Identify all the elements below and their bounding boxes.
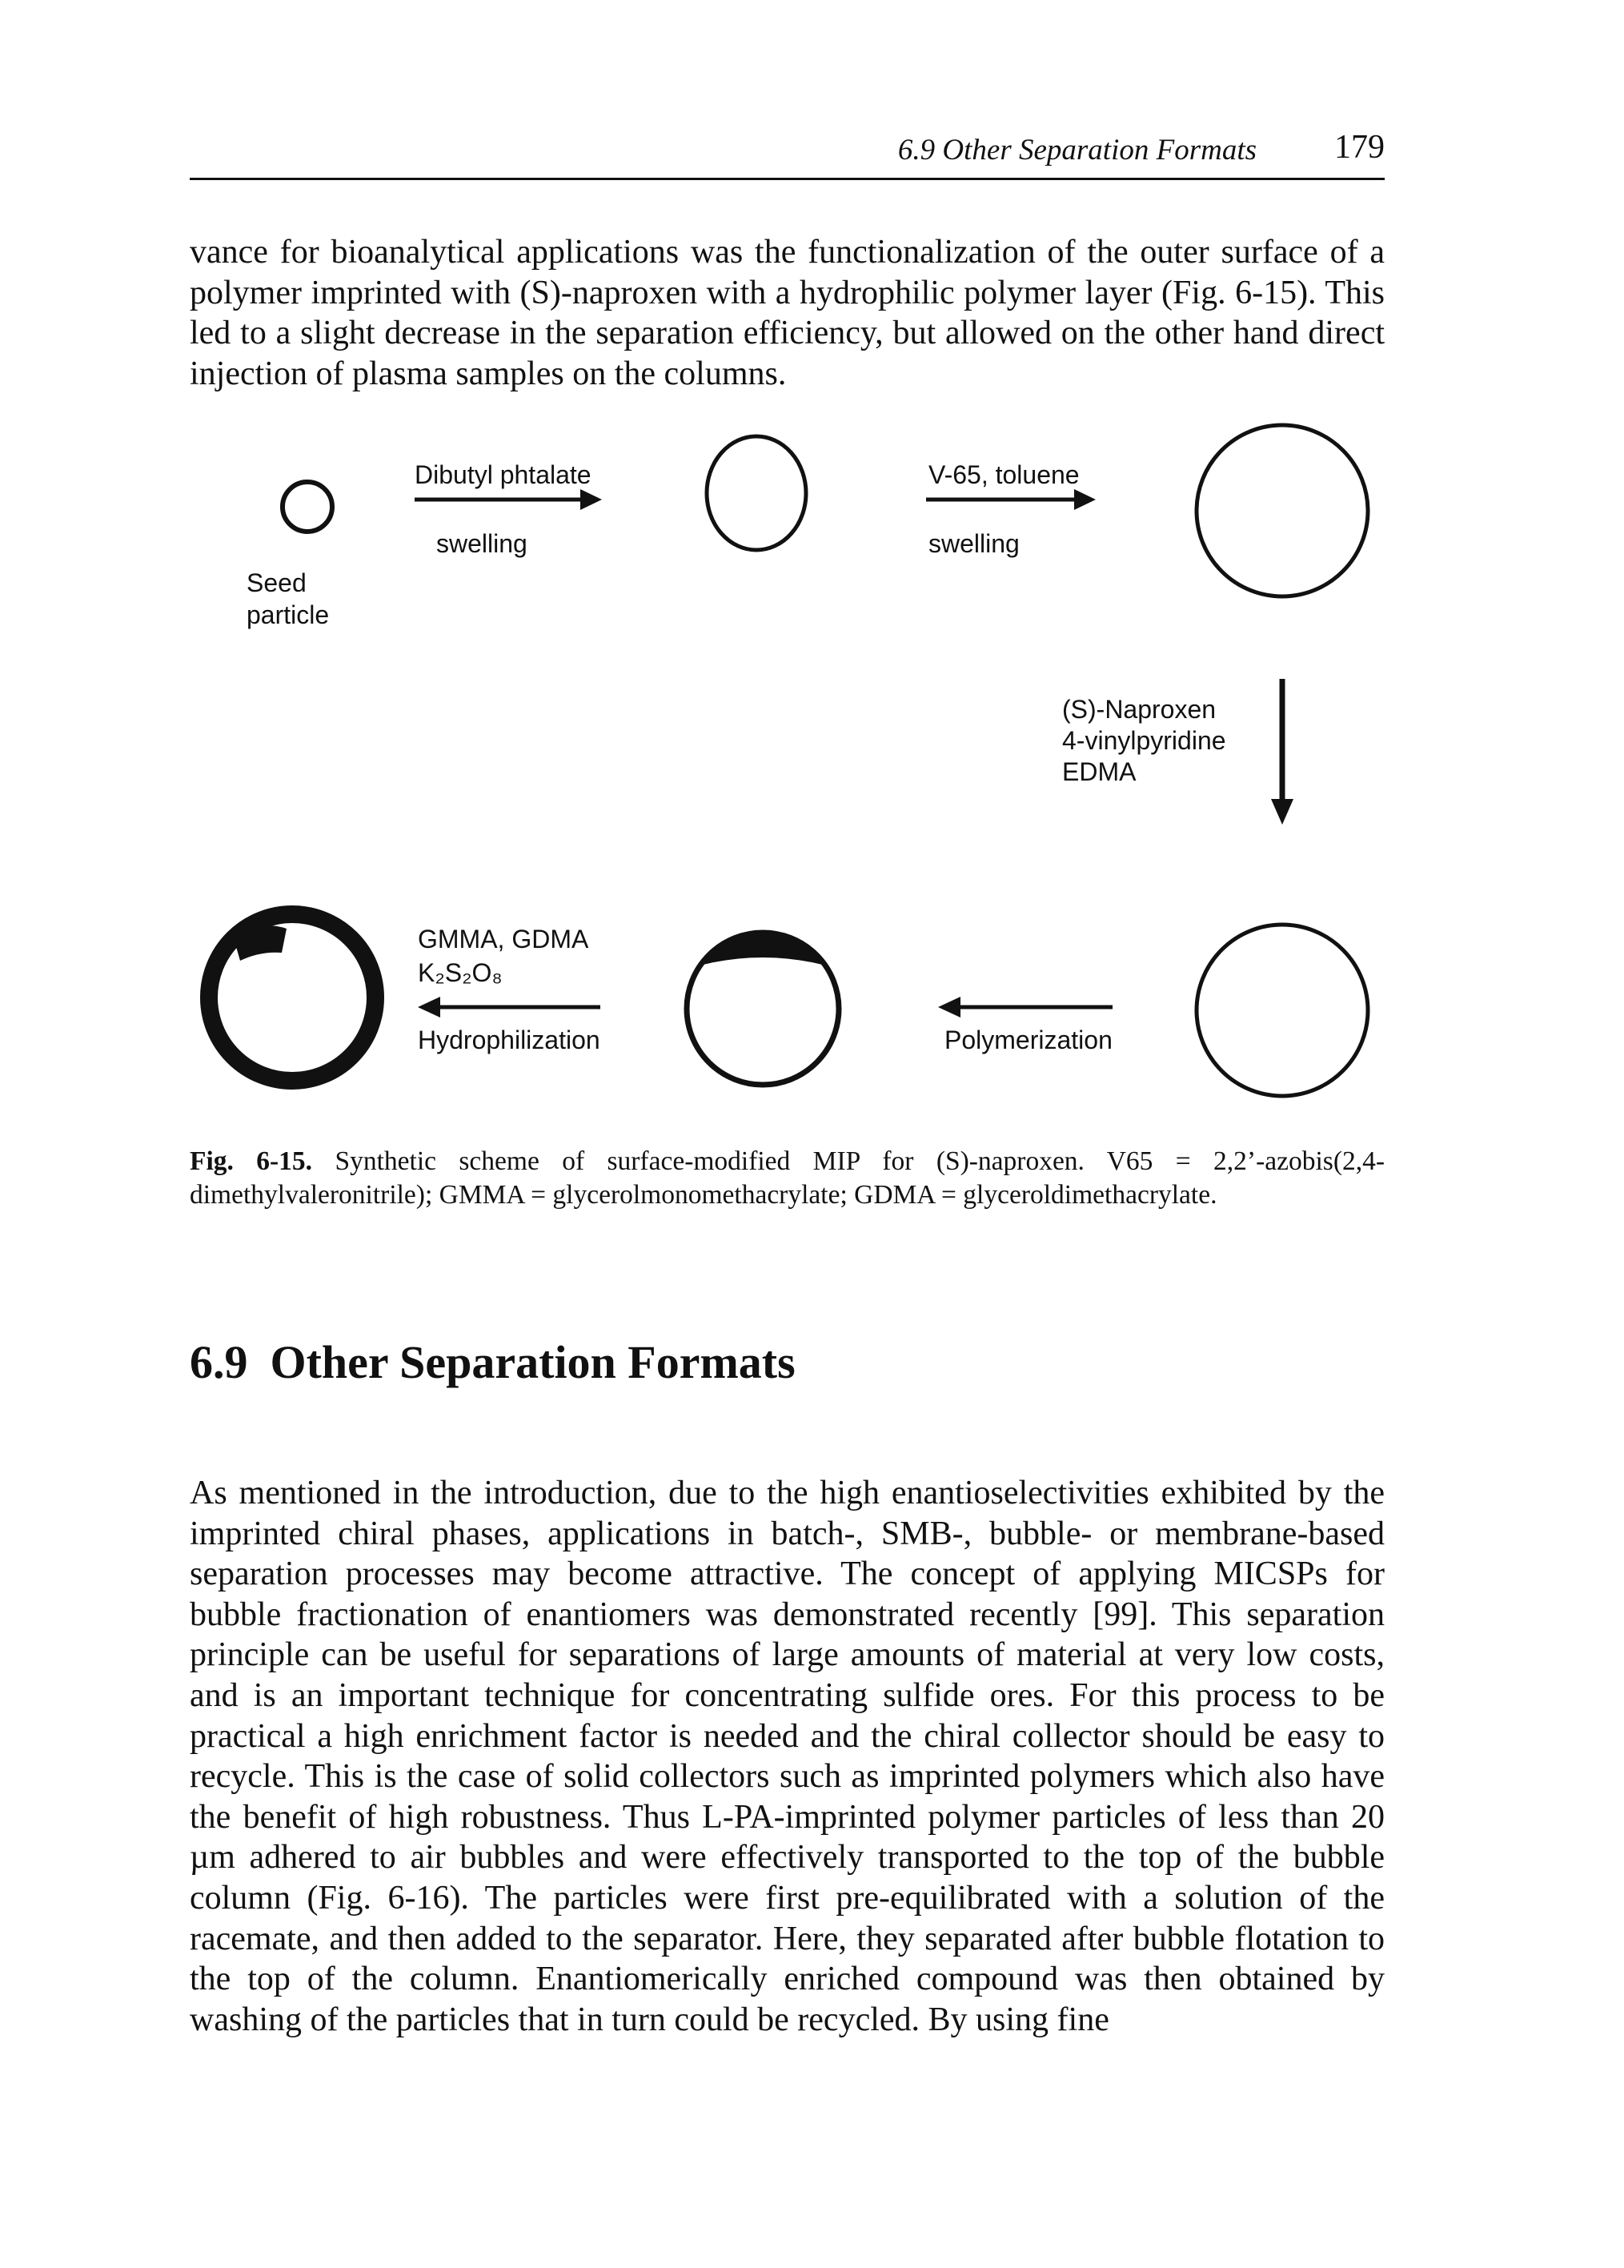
step4-process-label: Polymerization <box>944 1026 1113 1054</box>
header-rule <box>190 178 1385 180</box>
section-number: 6.9 <box>190 1336 248 1388</box>
swollen-particle-circle <box>704 434 808 552</box>
particle-label: particle <box>247 600 330 629</box>
step5-process-label: Hydrophilization <box>418 1026 600 1054</box>
step5-reagent-label: GMMA, GDMA <box>418 925 589 953</box>
figure-caption: Fig. 6-15. Synthetic scheme of surface-m… <box>190 1145 1385 1212</box>
step2-reagent-label: V-65, toluene <box>928 460 1080 489</box>
seed-particle-circle <box>280 480 335 534</box>
imprinted-particle-circle <box>1194 922 1370 1098</box>
large-particle-circle <box>1194 423 1370 599</box>
body-paragraph: As mentioned in the introduction, due to… <box>190 1473 1385 2040</box>
hydrophilic-layer-patch <box>232 925 287 961</box>
caption-label: Fig. 6-15. <box>190 1146 313 1176</box>
step3-reagent-edma: EDMA <box>1062 757 1137 786</box>
body-paragraph-text: As mentioned in the introduction, due to… <box>190 1475 1385 2038</box>
seed-label: Seed <box>247 568 307 597</box>
step3-reagent-naproxen: (S)-Naproxen <box>1062 695 1217 724</box>
hydrophilized-particle-ring <box>200 905 384 1090</box>
section-heading: 6.9 Other Separation Formats <box>190 1335 796 1389</box>
intro-paragraph: vance for bioanalytical applications was… <box>190 232 1385 394</box>
page-number: 179 <box>1334 129 1385 166</box>
intro-paragraph-text: vance for bioanalytical applications was… <box>190 234 1385 392</box>
step1-reagent-label: Dibutyl phtalate <box>415 460 591 489</box>
modified-particle-circle <box>684 929 842 1088</box>
running-title: 6.9 Other Separation Formats <box>897 134 1257 167</box>
step5-initiator-label: K₂S₂O₈ <box>418 958 503 987</box>
section-title: Other Separation Formats <box>270 1336 796 1388</box>
caption-text: Synthetic scheme of surface-modified MIP… <box>190 1146 1385 1210</box>
step3-reagent-vinylpyridine: 4-vinylpyridine <box>1062 726 1226 755</box>
step1-process-label: swelling <box>436 529 527 558</box>
synthesis-scheme-figure <box>200 423 1370 1098</box>
step2-process-label: swelling <box>928 529 1020 558</box>
